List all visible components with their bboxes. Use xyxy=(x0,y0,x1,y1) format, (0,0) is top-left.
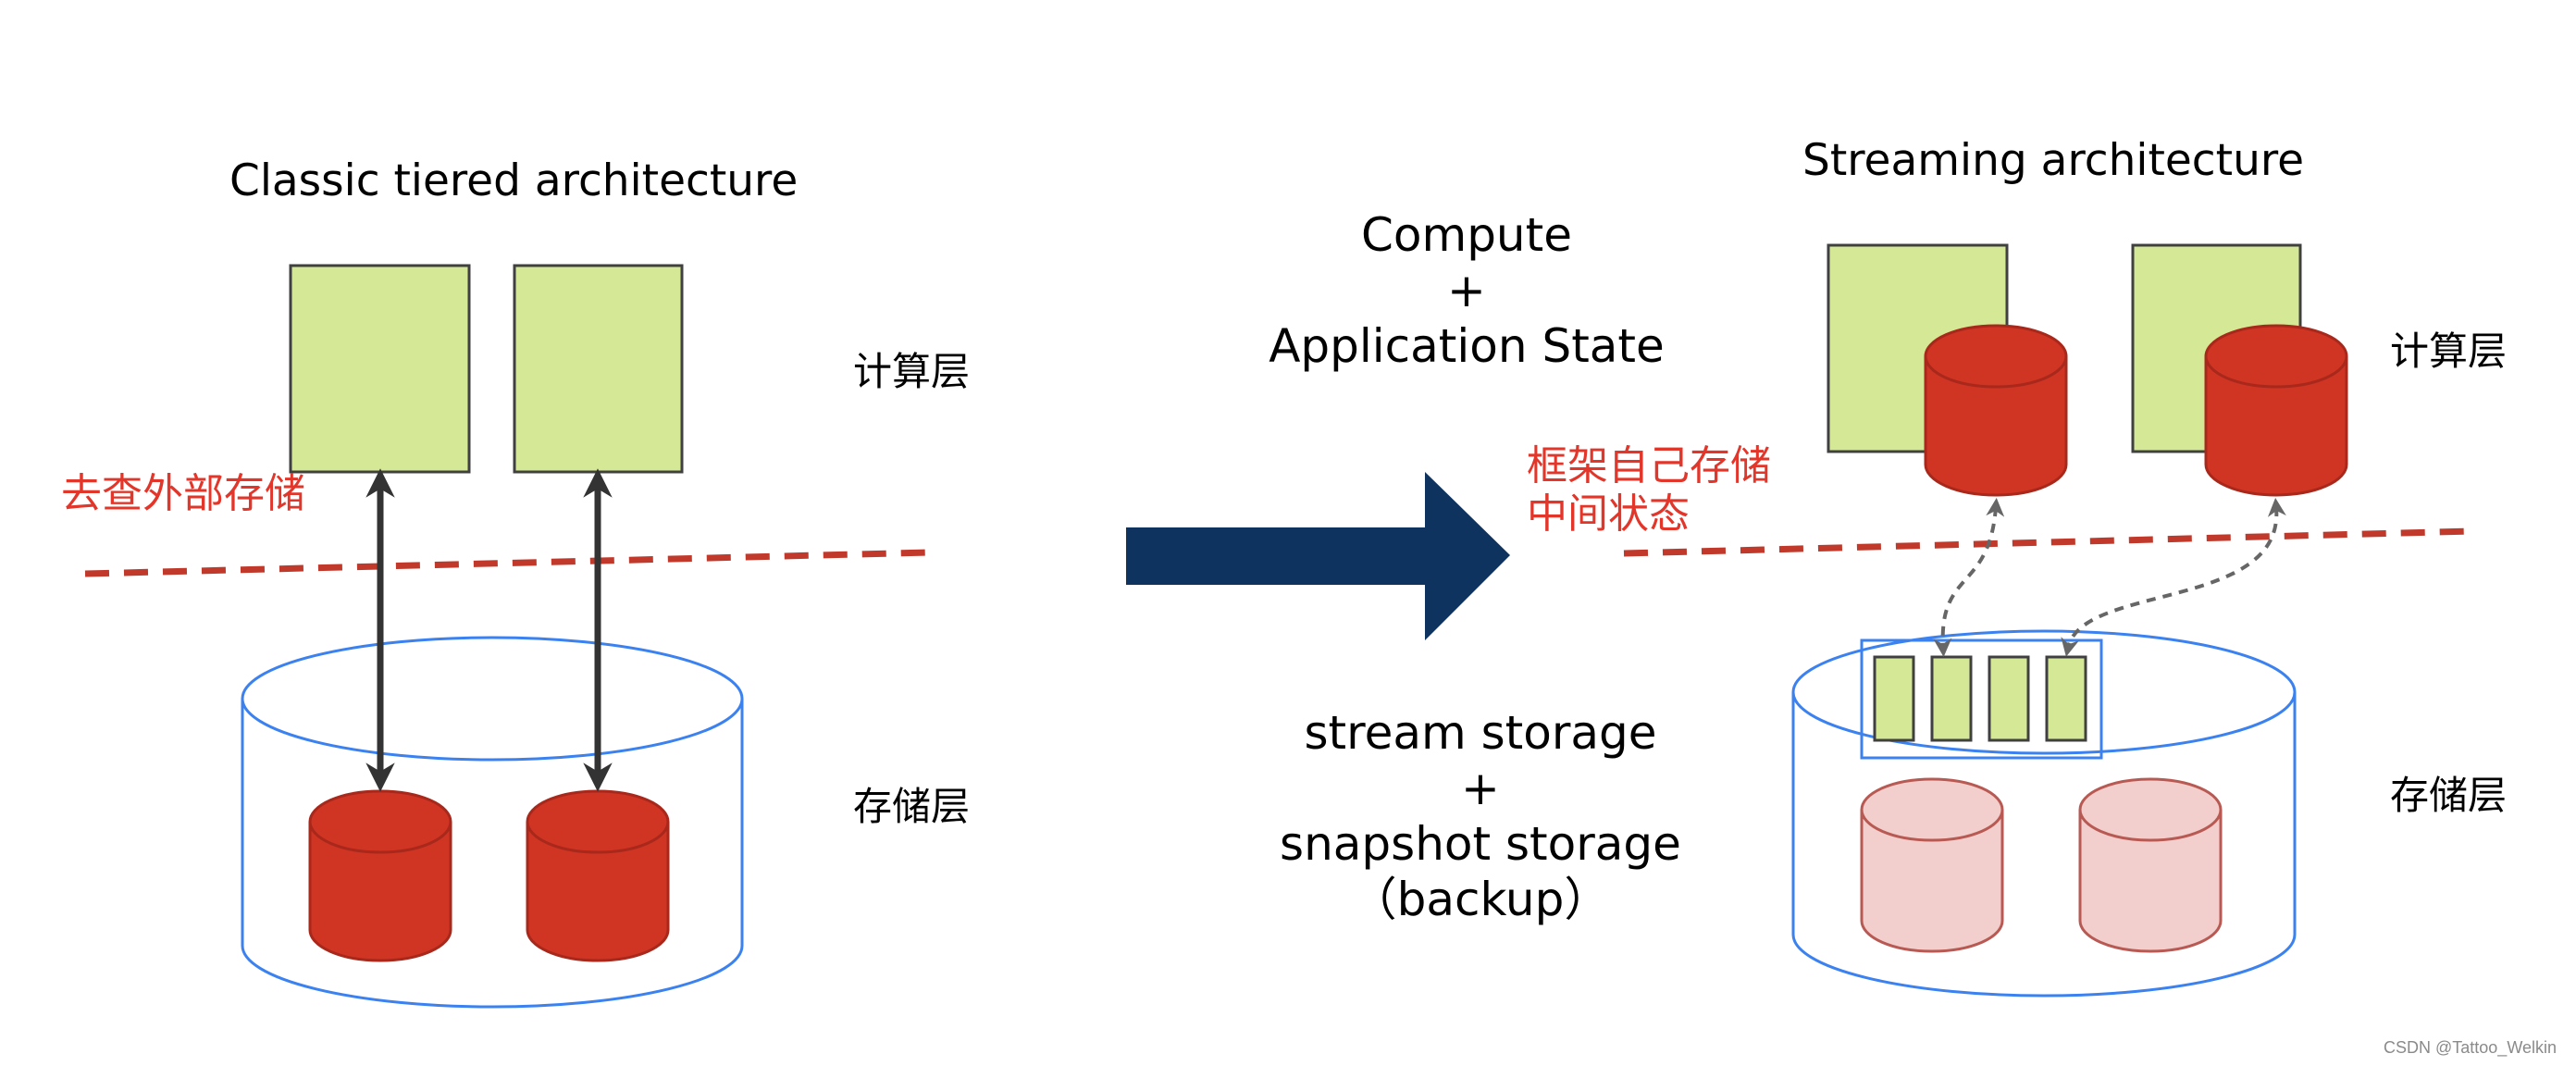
state-database-1 xyxy=(1924,324,2068,497)
middle-storage-line2: snapshot storage xyxy=(1280,817,1681,871)
middle-compute-line2: Application State xyxy=(1269,319,1665,373)
middle-compute-plus: + xyxy=(1447,264,1486,317)
state-backup-arrow-1 xyxy=(1933,498,2005,657)
right-state-note: 框架自己存储 中间状态 xyxy=(1527,442,1771,539)
right-storage-layer-label: 存储层 xyxy=(2390,773,2508,818)
left-storage-layer-label: 存储层 xyxy=(853,784,971,829)
middle-storage-text: stream storage + snapshot storage （backu… xyxy=(1258,705,1703,927)
right-compute-layer-label: 计算层 xyxy=(2390,328,2508,374)
left-database-1 xyxy=(308,789,452,962)
left-compute-layer-label: 计算层 xyxy=(853,349,971,394)
state-database-2 xyxy=(2204,324,2348,497)
stream-storage-box-3 xyxy=(1988,655,2030,742)
right-title: Streaming architecture xyxy=(1802,135,2305,186)
stream-storage-box-1 xyxy=(1873,655,1915,742)
middle-storage-line1: stream storage xyxy=(1304,706,1657,760)
snapshot-database-2 xyxy=(2078,777,2223,953)
snapshot-database-1 xyxy=(1860,777,2004,953)
left-layer-boundary xyxy=(84,549,931,577)
watermark-text: CSDN @Tattoo_Welkin xyxy=(2384,1038,2557,1057)
left-database-2 xyxy=(526,789,670,962)
middle-compute-line1: Compute xyxy=(1360,208,1572,262)
left-compute-box-2 xyxy=(513,264,684,474)
middle-storage-plus: + xyxy=(1461,762,1500,815)
left-title: Classic tiered architecture xyxy=(229,155,799,206)
stream-storage-box-2 xyxy=(1930,655,1973,742)
right-state-note-line1: 框架自己存储 xyxy=(1527,442,1771,490)
right-layer-boundary xyxy=(1623,527,2473,557)
right-state-note-line2: 中间状态 xyxy=(1527,490,1690,538)
stream-storage-box-4 xyxy=(2045,655,2087,742)
middle-storage-line3: （backup） xyxy=(1350,873,1611,926)
right-storage-cylinder xyxy=(1791,629,2297,998)
middle-compute-text: Compute + Application State xyxy=(1258,207,1675,374)
left-compute-box-1 xyxy=(289,264,471,474)
transition-arrow xyxy=(1126,472,1510,640)
state-backup-arrow-2 xyxy=(2061,498,2286,657)
left-query-note: 去查外部存储 xyxy=(61,470,305,517)
